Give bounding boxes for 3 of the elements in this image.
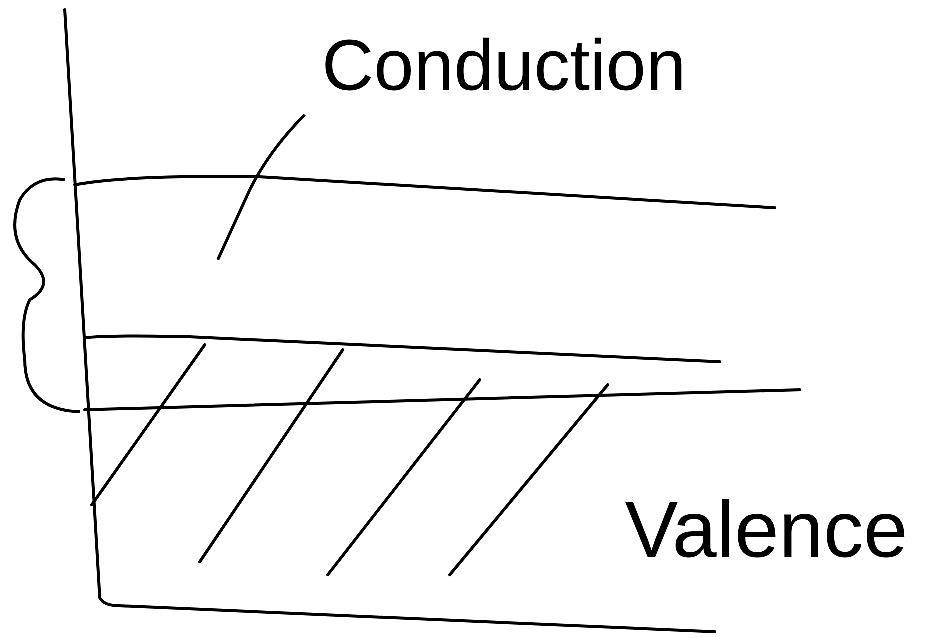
band-label: Conduction [322,30,686,102]
leader-line [216,114,306,261]
band-label: Valence [625,490,908,570]
